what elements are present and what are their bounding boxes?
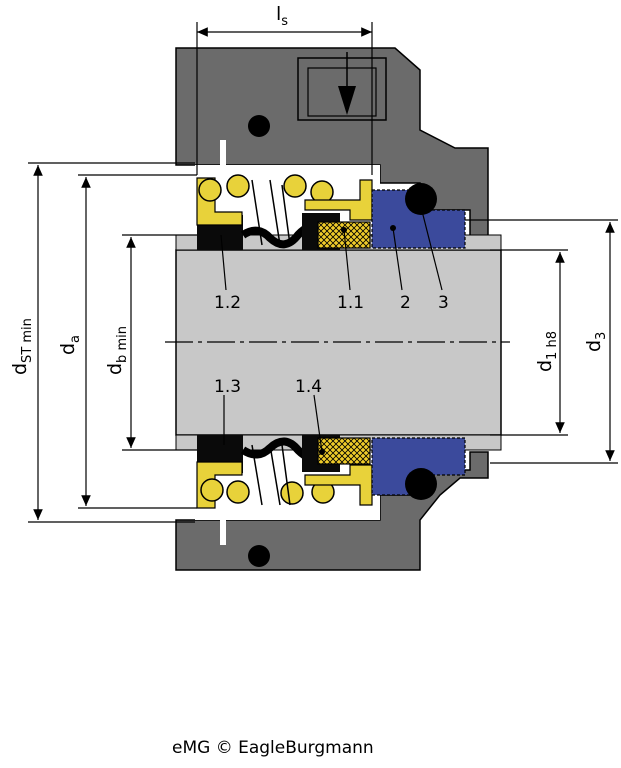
dim-d3: d3 — [583, 332, 609, 352]
part-label-1-4: 1.4 — [295, 377, 322, 397]
copyright-text: eMG © EagleBurgmann — [172, 738, 374, 758]
spring-coil — [198, 178, 222, 202]
rotating-unit-bottom — [196, 435, 373, 509]
housing-oring-top — [248, 115, 270, 137]
dimension-lines — [28, 22, 618, 523]
face-holder-bottom — [304, 464, 373, 506]
dim-dst-main: d — [9, 363, 31, 375]
part-label-2: 2 — [400, 293, 411, 313]
dim-db-min: db min — [104, 326, 130, 375]
face-holder-top — [304, 179, 373, 221]
rotating-unit-top — [196, 174, 373, 250]
seat-bottom — [371, 437, 466, 500]
dim-d3-sub: 3 — [594, 332, 609, 340]
dim-da-main: d — [57, 343, 79, 355]
dim-dst-min: dST min — [9, 318, 35, 375]
seal-face-bottom — [317, 437, 371, 465]
spring-coil — [283, 174, 307, 198]
seat-oring-bottom — [405, 468, 437, 500]
part-label-1-3: 1.3 — [214, 377, 241, 397]
part-label-1-1: 1.1 — [337, 293, 364, 313]
part-label-1-2: 1.2 — [214, 293, 241, 313]
dim-da: da — [57, 335, 83, 355]
dim-db-main: d — [104, 363, 126, 375]
dim-dst-sub: ST min — [20, 318, 35, 363]
dim-da-sub: a — [68, 335, 83, 343]
dim-d1-sub: 1 h8 — [545, 331, 560, 360]
seat-top — [371, 183, 466, 249]
leader-lines — [220, 206, 443, 453]
spring-coil — [226, 480, 250, 504]
dim-d1-h8: d1 h8 — [534, 331, 560, 372]
dim-ls: ls — [276, 3, 288, 29]
flow-arrow-icon — [338, 86, 356, 115]
dim-d3-main: d — [583, 340, 605, 352]
seat-oring-top — [405, 183, 437, 215]
housing-oring-bottom — [248, 545, 270, 567]
spring-coil — [200, 478, 224, 502]
dim-d1-main: d — [534, 360, 556, 372]
spring-coil — [226, 174, 250, 198]
part-label-3: 3 — [438, 293, 449, 313]
dim-ls-main: l — [276, 3, 281, 25]
spring-coil — [280, 481, 304, 505]
dim-ls-sub: s — [281, 14, 288, 29]
dim-db-sub: b min — [115, 326, 130, 363]
